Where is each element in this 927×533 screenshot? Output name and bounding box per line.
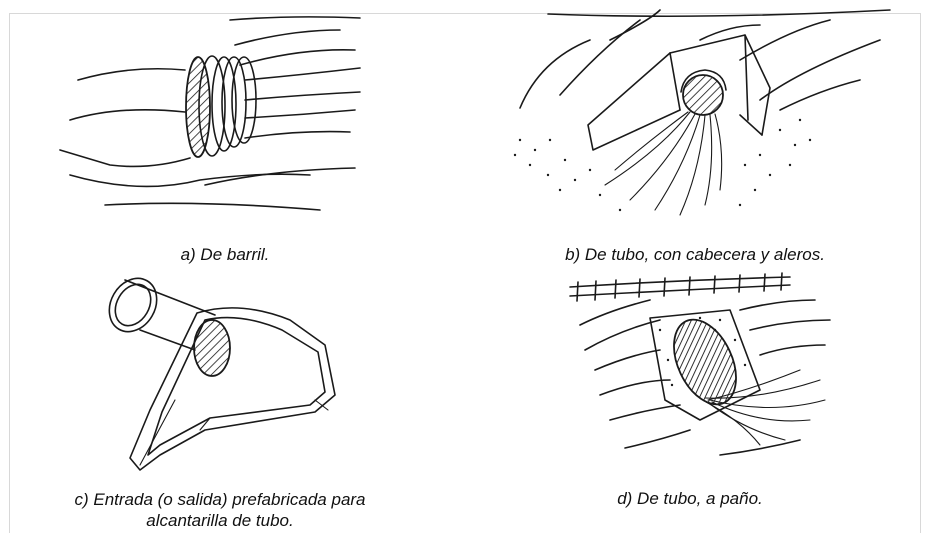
caption-headwall: b) De tubo, con cabecera y aleros. xyxy=(495,245,895,265)
caption-prefabricated-line2: alcantarilla de tubo. xyxy=(20,510,420,531)
caption-prefabricated-line1: c) Entrada (o salida) prefabricada para xyxy=(20,489,420,510)
caption-flush-pipe: d) De tubo, a paño. xyxy=(520,489,860,509)
flush-pipe-illustration xyxy=(0,0,927,480)
caption-barrel: a) De barril. xyxy=(125,245,325,265)
caption-prefabricated: c) Entrada (o salida) prefabricada para … xyxy=(20,489,420,531)
